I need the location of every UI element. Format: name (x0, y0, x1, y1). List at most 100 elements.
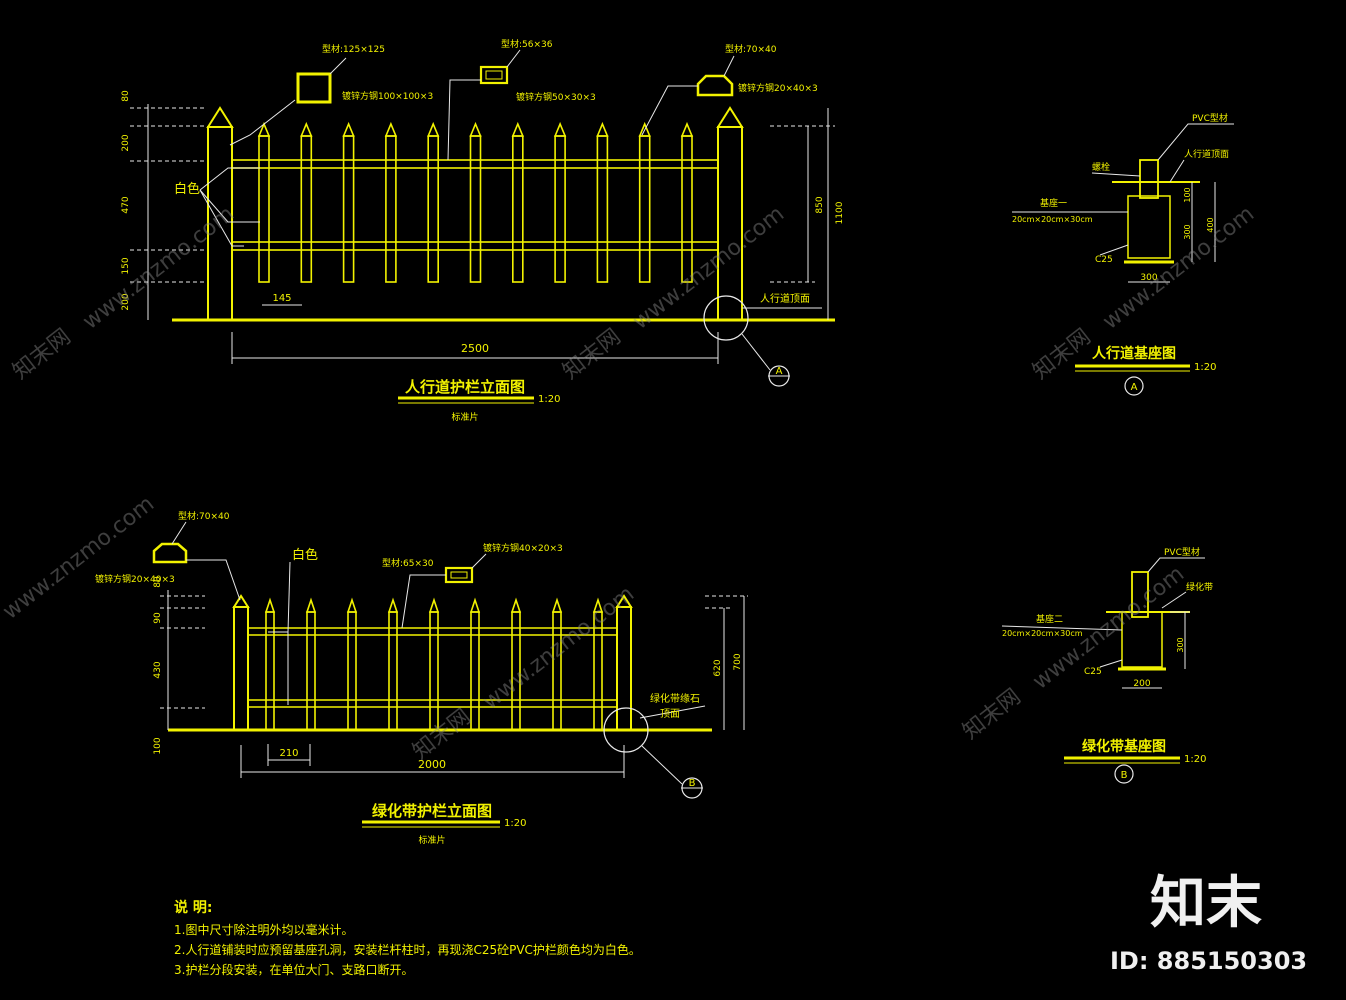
end-post-right (717, 126, 743, 321)
notes-item-1: 1.图中尺寸除注明外均以毫米计。 (174, 922, 353, 937)
design-notes: 说 明: 1.图中尺寸除注明外均以毫米计。 2.人行道铺装时应预留基座孔洞，安装… (174, 899, 641, 977)
pedestrian-guardrail-elevation: 80 200 470 150 200 850 1100 145 2500 A 人… (121, 38, 845, 423)
base-b-label-pvc: PVC型材 (1164, 546, 1200, 558)
callout-b-text: B (689, 778, 696, 789)
scale-base-b: 1:20 (1184, 754, 1206, 765)
watermark-site-3: www.znzmo.com (1098, 201, 1259, 334)
dim-right-outer: 1100 (835, 201, 845, 224)
watermark-site-2: www.znzmo.com (628, 201, 789, 334)
picket-b-tip (551, 597, 563, 613)
picket-a-tip (553, 121, 567, 137)
end-post-left-cap (206, 106, 234, 128)
picket-a (596, 135, 609, 283)
base-b-post (1131, 571, 1149, 618)
watermark-layer: 知末网 www.znzmo.com 知末网 www.znzmo.com 知末网 … (0, 201, 1307, 975)
title-elevation-b: 绿化带护栏立面图 (372, 802, 492, 820)
picket-b-tip (264, 597, 276, 613)
subtitle-elevation-b: 标准片 (418, 834, 445, 846)
picket-a (385, 135, 397, 283)
b-dim-spacing: 210 (279, 748, 298, 759)
b-label-ground-2: 顶面 (660, 708, 680, 720)
base-b-footing (1121, 611, 1163, 668)
picket-b (429, 611, 439, 731)
dim-left-3: 470 (121, 196, 131, 213)
b-label-picket-steel: 镀锌方钢20×40×3 (95, 573, 175, 585)
notes-item-2: 2.人行道铺装时应预留基座孔洞，安装栏杆柱时，再现浇C25砼PVC护栏颜色均为白… (174, 942, 641, 957)
dim-left-2: 200 (121, 134, 131, 151)
label-color: 白色 (174, 181, 200, 197)
picket-a (427, 135, 440, 283)
picket-b (388, 611, 398, 731)
picket-b-tip (469, 597, 481, 613)
end-post-right-cap (716, 106, 744, 128)
picket-b-tip (346, 597, 358, 613)
dim-right-inner: 850 (815, 196, 825, 213)
title-base-b: 绿化带基座图 (1082, 738, 1166, 755)
picket-a (300, 135, 313, 283)
greenbelt-base-detail: 200 300 PVC型材 绿化带 基座二 20cm×20cm×30cm C25… (1001, 546, 1213, 784)
label-picket-steel: 镀锌方钢20×40×3 (738, 82, 818, 94)
top-rail (231, 159, 719, 169)
base-b-label-base: 基座二 (1036, 613, 1063, 625)
label-post-steel: 镀锌方钢100×100×3 (342, 90, 433, 102)
bottom-rail (231, 241, 719, 251)
notes-heading: 说 明: (174, 899, 212, 916)
dim-left-4: 150 (121, 257, 131, 274)
dim-spacing: 145 (272, 293, 291, 304)
b-label-color: 白色 (292, 547, 318, 563)
picket-a (638, 135, 651, 283)
picket-a-tip (469, 121, 482, 137)
title-base-a: 人行道基座图 (1092, 345, 1176, 362)
base-a-label-base: 基座一 (1040, 197, 1067, 209)
picket-a-tip (596, 121, 609, 137)
base-a-label-size: 20cm×20cm×30cm (1012, 215, 1093, 224)
picket-b-tip (387, 597, 399, 613)
base-b-label-size: 20cm×20cm×30cm (1002, 629, 1083, 638)
base-a-label-c25: C25 (1095, 255, 1113, 265)
b-end-post-left (233, 606, 249, 731)
picket-a (342, 135, 355, 283)
picket-section-icon (696, 74, 734, 97)
b-dim-right-inner: 620 (713, 659, 723, 676)
b-label-ground-1: 绿化带缘石 (650, 692, 700, 705)
picket-b (347, 611, 357, 731)
b-dim-length: 2000 (418, 758, 446, 771)
post-section-icon (296, 72, 332, 104)
detail-circle-b (603, 707, 649, 753)
base-a-dim-300: 300 (1183, 224, 1192, 239)
picket-a-tip (638, 121, 651, 137)
base-b-dim-width: 200 (1133, 679, 1150, 689)
notes-item-3: 3.护栏分段安装，在单位大门、支路口断开。 (174, 962, 413, 977)
rail-section-icon (479, 65, 509, 85)
base-a-dim-width: 300 (1140, 273, 1157, 283)
picket-b-tip (510, 597, 522, 613)
picket-b (552, 611, 562, 731)
base-a-label-pvc: PVC型材 (1192, 112, 1228, 124)
picket-a-tip (427, 121, 440, 137)
picket-a-tip (300, 121, 313, 137)
base-a-footing (1127, 195, 1171, 259)
b-picket-section-icon (152, 542, 188, 564)
label-picket: 型材:70×40 (725, 43, 777, 55)
base-a-dim-400: 400 (1206, 217, 1215, 232)
label-rail-steel: 镀锌方钢50×30×3 (516, 91, 596, 103)
base-a-label-surface: 人行道顶面 (1184, 148, 1229, 160)
watermark-site-5: www.znzmo.com (478, 581, 639, 714)
picket-a-tip (384, 121, 398, 137)
watermark-id: ID: 885150303 (1110, 947, 1307, 975)
base-a-post (1139, 159, 1159, 199)
b-dim-left-3: 430 (153, 661, 163, 678)
b-top-rail (247, 627, 618, 636)
b-label-rail: 型材:65×30 (382, 557, 434, 569)
picket-a-tip (257, 121, 271, 137)
watermark-brand-3: 知末网 (1028, 324, 1095, 384)
b-dim-left-2: 90 (153, 612, 163, 624)
picket-b-tip (592, 597, 604, 613)
watermark-brand-4: 知末网 (408, 704, 475, 764)
pedestrian-base-detail: 300 100 300 400 PVC型材 螺栓 人行道顶面 基座一 20cm×… (1012, 112, 1234, 396)
b-label-rail-steel: 镀锌方钢40×20×3 (483, 542, 563, 554)
watermark-brand-2: 知末网 (558, 324, 625, 384)
subtitle-elevation-a: 标准片 (451, 411, 478, 423)
